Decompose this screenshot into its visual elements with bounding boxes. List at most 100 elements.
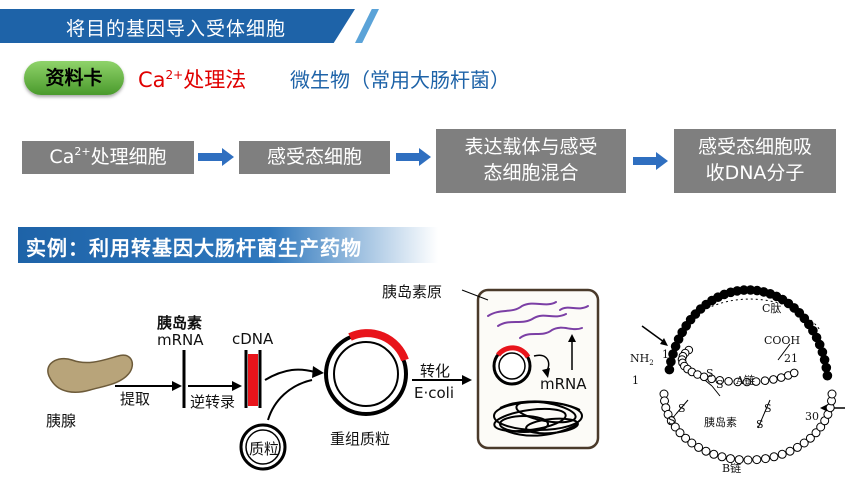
residue-bead bbox=[715, 376, 725, 385]
disulfide-s-1: S bbox=[706, 367, 714, 380]
insulin-mrna-title: 胰岛素 bbox=[157, 314, 203, 332]
residue-bead bbox=[733, 377, 743, 387]
step-1-charge: 2+ bbox=[74, 144, 91, 158]
step-3-line1: 表达载体与感受 bbox=[464, 136, 598, 159]
residue-bead bbox=[760, 376, 770, 386]
step-1-ion: Ca bbox=[49, 145, 75, 168]
header-banner bbox=[0, 9, 355, 43]
nh2-subscript: 2 bbox=[649, 359, 654, 368]
recombinant-plasmid-label: 重组质粒 bbox=[330, 430, 391, 448]
method-text: 处理法 bbox=[183, 68, 247, 92]
cdna-label: cDNA bbox=[232, 330, 274, 348]
residue-bead bbox=[816, 422, 826, 432]
step-4-line1: 感受态细胞吸 bbox=[697, 136, 812, 159]
mrna-label: mRNA bbox=[540, 375, 587, 393]
nh2-label: NH2 bbox=[630, 352, 654, 367]
residue-bead bbox=[799, 438, 809, 448]
c-peptide-residue bbox=[664, 364, 675, 375]
disulfide-s-4: S bbox=[668, 414, 676, 427]
insulin-mrna-sub: mRNA bbox=[157, 331, 204, 349]
residue-bead bbox=[789, 368, 799, 378]
residue-bead bbox=[709, 449, 719, 459]
residue-30-label: 30 bbox=[805, 410, 819, 423]
transform-arrow-icon bbox=[462, 375, 472, 385]
c-peptide-residue bbox=[822, 370, 833, 381]
residue-bead bbox=[726, 454, 735, 464]
residue-21-label: 21 bbox=[784, 352, 798, 365]
pancreas-label: 胰腺 bbox=[46, 412, 77, 430]
residue-bead bbox=[769, 452, 779, 462]
flow-arrow-3-icon bbox=[633, 152, 668, 170]
residue-bead bbox=[742, 377, 752, 387]
reverse-transcription-label: 逆转录 bbox=[190, 393, 236, 411]
residue-bead bbox=[792, 442, 802, 452]
proinsulin-label: 胰岛素原 bbox=[382, 283, 443, 301]
residue-bead bbox=[827, 389, 837, 399]
flow-arrow-2-icon bbox=[396, 148, 431, 166]
b-chain-label: B链 bbox=[722, 462, 742, 475]
method-charge: 2+ bbox=[165, 68, 184, 82]
step-2-text: 感受态细胞 bbox=[266, 145, 362, 168]
c-peptide-label: C肽 bbox=[762, 302, 782, 315]
cdna-segment-icon bbox=[248, 354, 258, 406]
page-title: 将目的基因导入受体细胞 bbox=[66, 18, 287, 40]
plasmid-label: 质粒 bbox=[249, 440, 280, 458]
reverse-transcription-arrow-icon bbox=[232, 381, 242, 391]
disulfide-s-2: S bbox=[716, 378, 724, 391]
a-chain-start-label: 1 bbox=[662, 348, 669, 361]
residue-bead bbox=[761, 454, 770, 464]
microbe-label: 微生物（常用大肠杆菌） bbox=[290, 68, 510, 92]
info-card-badge: 资料卡 bbox=[24, 61, 124, 95]
step-competent-cell: 感受态细胞 bbox=[239, 141, 390, 174]
residue-bead bbox=[769, 375, 778, 384]
c-peptide-residue bbox=[819, 355, 830, 365]
residue-bead bbox=[701, 446, 711, 456]
residue-bead bbox=[717, 452, 727, 462]
transform-label: 转化 bbox=[420, 362, 451, 380]
insulin-structure-label: 胰岛素 bbox=[704, 416, 737, 429]
ecoli-label: E·coli bbox=[414, 384, 455, 402]
residue-bead bbox=[707, 374, 716, 384]
pancreas-icon bbox=[47, 354, 134, 393]
cleavage-arrow-right-icon bbox=[820, 404, 828, 412]
residue-bead bbox=[777, 449, 787, 459]
extract-arrow-icon bbox=[172, 381, 182, 391]
step-absorb-dna: 感受态细胞吸 收DNA分子 bbox=[674, 129, 836, 193]
cdna-to-plasmid-arrow-icon bbox=[312, 366, 324, 378]
step-mix-vector-cells: 表达载体与感受 态细胞混合 bbox=[436, 129, 626, 193]
chromosome-tangle-icon bbox=[493, 400, 583, 437]
step-1-text: 处理细胞 bbox=[90, 145, 167, 168]
residue-bead bbox=[734, 455, 744, 465]
residue-bead bbox=[805, 433, 815, 443]
b-chain-start-label: 1 bbox=[632, 374, 639, 387]
cooh-label: COOH bbox=[764, 334, 801, 347]
residue-bead bbox=[776, 373, 786, 382]
residue-bead bbox=[670, 422, 680, 432]
example-title: 实例：利用转基因大肠杆菌生产药物 bbox=[26, 236, 362, 260]
residue-bead bbox=[666, 416, 676, 426]
residue-bead bbox=[751, 377, 761, 386]
residue-bead bbox=[743, 455, 753, 465]
method-ion: Ca bbox=[138, 68, 166, 92]
flow-arrow-1-icon bbox=[198, 148, 234, 166]
residue-bead bbox=[675, 428, 685, 438]
c-peptide-residue bbox=[821, 362, 832, 373]
extract-label: 提取 bbox=[120, 390, 151, 408]
residue-bead bbox=[785, 446, 795, 456]
residue-bead bbox=[694, 442, 704, 452]
method-title: Ca2+处理法 bbox=[138, 64, 246, 94]
disulfide-s-3: S bbox=[678, 402, 686, 415]
residue-bead bbox=[687, 438, 697, 448]
step-calcium-treatment: Ca2+处理细胞 bbox=[22, 141, 194, 174]
disulfide-s-6: S bbox=[756, 418, 764, 431]
step-3-line2: 态细胞混合 bbox=[483, 162, 579, 184]
step-4-line2: 收DNA分子 bbox=[705, 162, 805, 184]
residue-bead bbox=[752, 455, 762, 465]
residue-bead bbox=[724, 377, 733, 386]
residue-bead bbox=[811, 428, 821, 438]
example-banner bbox=[18, 227, 438, 263]
plasmid-circle-icon bbox=[239, 423, 287, 471]
